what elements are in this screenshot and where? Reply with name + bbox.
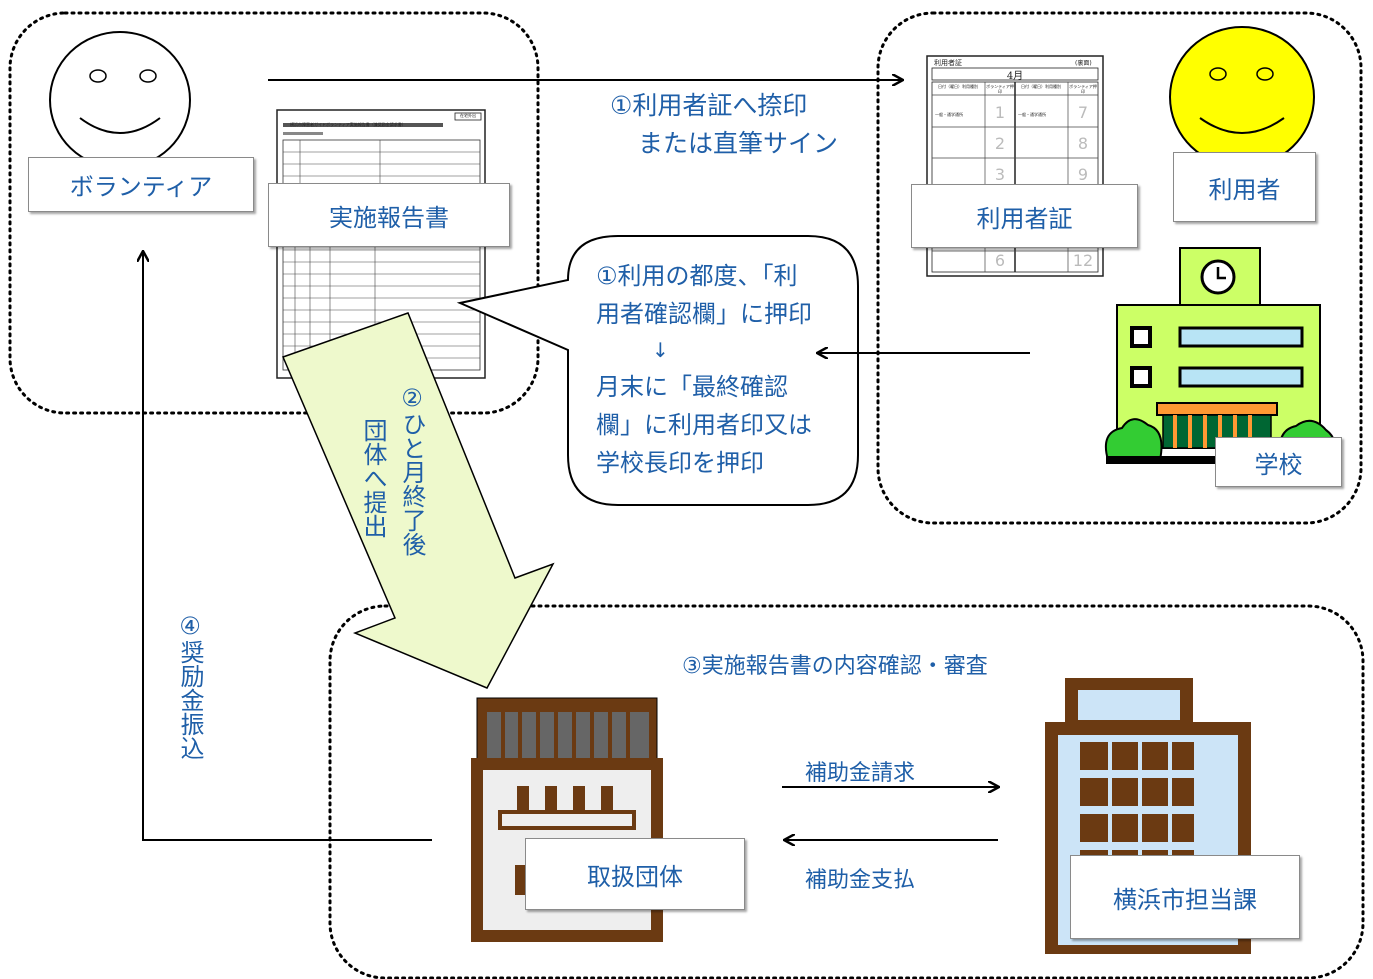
payment-to-volunteer-arrow [143,252,432,841]
user-card-col-head-a: 日付（曜日）利用種別 [938,84,978,89]
user-card-row-type: 一般・通学通所 [1018,112,1046,117]
user-card-row-type: 一般・通学通所 [935,112,963,117]
user-card-col-head-a-right: 日付（曜日）利用種別 [1021,84,1061,89]
user-card-day-number: 8 [1077,134,1089,153]
admin-region [328,604,1365,979]
report-doc-title: 横浜市障害者ガイドボランティア実施報告書（兼奨励金請求書） [290,122,406,127]
report-doc-badge: 在宅外出 [460,113,476,118]
step1-stamp-text-line1: ①利用者証へ捺印 [610,91,808,120]
step2-text-col2: 団体へ提出 [359,418,387,538]
bubble-line-2: 用者確認欄」に押印 [596,300,812,328]
user-card-day-number: 3 [994,165,1006,184]
city-dept-label: 横浜市担当課 [1070,855,1300,939]
volunteer-smiley-icon [49,31,191,169]
user-card-doc-note: (裏面) [1075,60,1092,67]
speech-bubble-shape [456,235,859,506]
organization-label: 取扱団体 [525,838,745,910]
user-card-col-head-b-right: ボランティア押印 [1069,84,1097,94]
bubble-line-3: ↓ [652,338,669,362]
volunteer-label: ボランティア [28,157,254,212]
user-card-label: 利用者証 [911,184,1138,248]
user-card-day-number: 1 [994,103,1006,122]
user-card-day-number: 12 [1072,251,1094,270]
step3-review-text: ③実施報告書の内容確認・審査 [682,654,988,679]
user-card-day-number: 9 [1077,165,1089,184]
user-label: 利用者 [1173,152,1316,222]
subsidy-request-text: 補助金請求 [805,761,916,786]
volunteer-region [8,11,540,415]
bubble-line-5: 欄」に利用者印又は [596,411,812,439]
user-card-month: 4月 [1006,71,1024,82]
user-card-day-number: 6 [994,251,1006,270]
user-card-day-number: 7 [1077,103,1089,122]
step4-payment-text: ④奨励金振込 [176,612,204,760]
submit-arrow-shape [281,312,555,689]
organization-building-icon [471,697,663,942]
subsidy-payment-text: 補助金支払 [805,868,916,893]
user-card-doc-title: 利用者証 [934,59,962,67]
school-label: 学校 [1215,437,1342,487]
user-region [876,11,1363,525]
step2-text-col1: ②ひと月終了後 [398,384,426,556]
school-building-icon [1104,247,1336,464]
report-label: 実施報告書 [268,183,510,247]
bubble-line-1: ①利用の都度、「利 [596,262,798,290]
user-card-day-number: 2 [994,134,1006,153]
step1-stamp-text-line2: または直筆サイン [638,129,839,158]
bubble-line-6: 学校長印を押印 [596,449,764,477]
bubble-line-4: 月末に「最終確認 [596,373,788,401]
user-smiley-icon [1169,26,1315,168]
user-card-col-head-b: ボランティア押印 [986,84,1014,94]
